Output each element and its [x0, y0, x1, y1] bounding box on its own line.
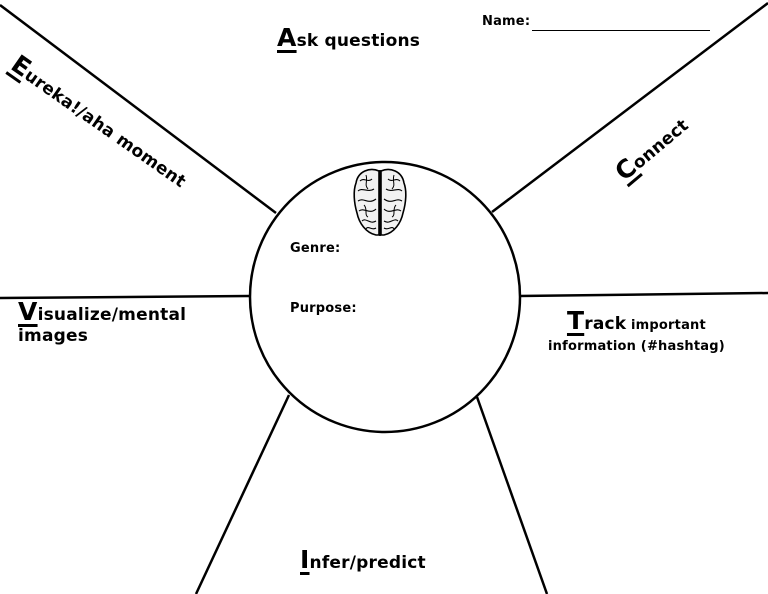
track-text-line2: information (#hashtag): [548, 338, 725, 354]
visualize-text: isualize/mental: [37, 305, 187, 325]
brain-icon: [353, 168, 407, 236]
divider-line-upper-right: [491, 2, 768, 213]
ask-letter: A: [277, 23, 297, 52]
visualize-letter: V: [18, 297, 38, 326]
divider-line-right: [518, 291, 768, 298]
ask-text: sk questions: [296, 31, 421, 51]
genre-label: Genre:: [290, 241, 341, 256]
section-visualize: Visualize/mental images: [18, 297, 187, 346]
visualize-text-line2: images: [18, 325, 89, 346]
infer-letter: I: [300, 545, 310, 574]
divider-line-upper-left: [0, 4, 277, 214]
section-infer: Infer/predict: [300, 545, 426, 575]
divider-line-left: [0, 294, 250, 300]
track-text: rack: [584, 314, 627, 334]
section-ask-questions: Ask questions: [277, 23, 421, 53]
name-field-line[interactable]: [532, 30, 710, 31]
section-track: Track important information (#hashtag): [548, 306, 725, 355]
infer-text: nfer/predict: [309, 553, 426, 573]
divider-line-lower-left: [194, 394, 291, 594]
track-text-small: important: [626, 318, 706, 333]
divider-line-lower-right: [475, 396, 549, 594]
track-letter: T: [566, 306, 585, 335]
name-label: Name:: [482, 14, 531, 29]
purpose-label: Purpose:: [290, 301, 357, 316]
center-circle: [248, 160, 522, 434]
